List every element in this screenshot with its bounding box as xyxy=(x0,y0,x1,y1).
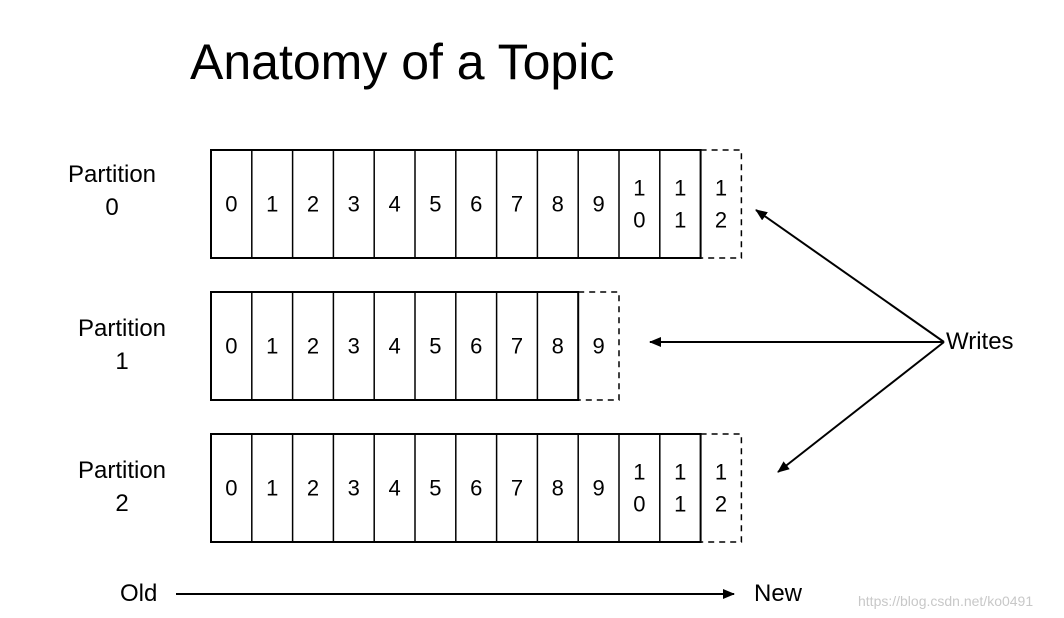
partition-2-offset-11-digit-2: 1 xyxy=(674,492,686,517)
partition-1-frame xyxy=(210,291,580,401)
write-arrow-partition-2 xyxy=(777,341,945,473)
partition-0-offset-0-digit: 0 xyxy=(225,192,237,217)
write-arrow-partition-0 xyxy=(755,209,945,343)
partition-2-offset-0-digit: 0 xyxy=(225,476,237,501)
partition-1-label: Partition 1 xyxy=(57,312,187,378)
partition-2-offset-10-digit-1: 1 xyxy=(633,460,645,485)
partition-0-next-offset-digit-2: 2 xyxy=(715,208,727,233)
partition-1-offset-6-digit: 6 xyxy=(470,334,482,359)
partition-2-offset-3-digit: 3 xyxy=(348,476,360,501)
partition-0-offset-4-digit: 4 xyxy=(388,192,400,217)
partition-0-offset-6-digit: 6 xyxy=(470,192,482,217)
partition-2-offset-4-digit: 4 xyxy=(388,476,400,501)
partition-1-offset-7-digit: 7 xyxy=(511,334,523,359)
partition-0-label-line2: 0 xyxy=(105,194,119,221)
diagram-title: Anatomy of a Topic xyxy=(190,34,615,90)
partition-1-offset-8-digit: 8 xyxy=(552,334,564,359)
partition-0-next-slot xyxy=(700,149,743,259)
partition-2-offset-2-digit: 2 xyxy=(307,476,319,501)
partition-1-offset-5-digit: 5 xyxy=(429,334,441,359)
partition-0-offset-11-digit-2: 1 xyxy=(674,208,686,233)
partition-2-label-line2: 2 xyxy=(115,490,129,517)
partition-2-label: Partition 2 xyxy=(57,454,187,520)
partition-2-offset-6-digit: 6 xyxy=(470,476,482,501)
writes-label: Writes xyxy=(946,328,1014,355)
old-label: Old xyxy=(120,580,158,607)
partition-2-offset-5-digit: 5 xyxy=(429,476,441,501)
partition-2-offset-11-digit-1: 1 xyxy=(674,460,686,485)
partition-0-offset-9-digit: 9 xyxy=(592,192,604,217)
partition-2-next-slot xyxy=(700,433,743,543)
partition-2-next-offset-digit-2: 2 xyxy=(715,492,727,517)
partition-1-offset-4-digit: 4 xyxy=(388,334,400,359)
partition-2-offset-7-digit: 7 xyxy=(511,476,523,501)
partition-0-offset-10-digit-1: 1 xyxy=(633,176,645,201)
partition-0-next-offset-digit-1: 1 xyxy=(715,176,727,201)
partition-1-offset-1-digit: 1 xyxy=(266,334,278,359)
partition-0-offset-1-digit: 1 xyxy=(266,192,278,217)
partition-0-label: Partition 0 xyxy=(47,158,177,224)
partition-0-offset-8-digit: 8 xyxy=(552,192,564,217)
partition-1-next-offset-digit: 9 xyxy=(592,334,604,359)
partition-1-log: 0 1 2 3 4 5 6 7 8 9 xyxy=(210,291,620,401)
new-label: New xyxy=(754,580,803,607)
partition-0-offset-11-digit-1: 1 xyxy=(674,176,686,201)
partition-2-offset-10-digit-2: 0 xyxy=(633,492,645,517)
partition-1-offset-0-digit: 0 xyxy=(225,334,237,359)
partition-1-next-slot xyxy=(578,291,620,401)
partition-0-offset-7-digit: 7 xyxy=(511,192,523,217)
watermark: https://blog.csdn.net/ko0491 xyxy=(858,593,1034,609)
partition-2-offset-9-digit: 9 xyxy=(592,476,604,501)
partition-0-offset-10-digit-2: 0 xyxy=(633,208,645,233)
partition-1-label-line2: 1 xyxy=(115,348,129,375)
partition-0-offset-5-digit: 5 xyxy=(429,192,441,217)
partition-2-next-offset-digit-1: 1 xyxy=(715,460,727,485)
partition-1-label-line1: Partition xyxy=(77,315,167,342)
partition-2-offset-1-digit: 1 xyxy=(266,476,278,501)
partition-0-label-line1: Partition xyxy=(67,161,157,188)
partition-2-label-line1: Partition xyxy=(77,457,167,484)
partition-1-offset-2-digit: 2 xyxy=(307,334,319,359)
partition-0-offset-3-digit: 3 xyxy=(348,192,360,217)
partition-0-offset-2-digit: 2 xyxy=(307,192,319,217)
partition-1-offset-3-digit: 3 xyxy=(348,334,360,359)
partition-2-offset-8-digit: 8 xyxy=(552,476,564,501)
